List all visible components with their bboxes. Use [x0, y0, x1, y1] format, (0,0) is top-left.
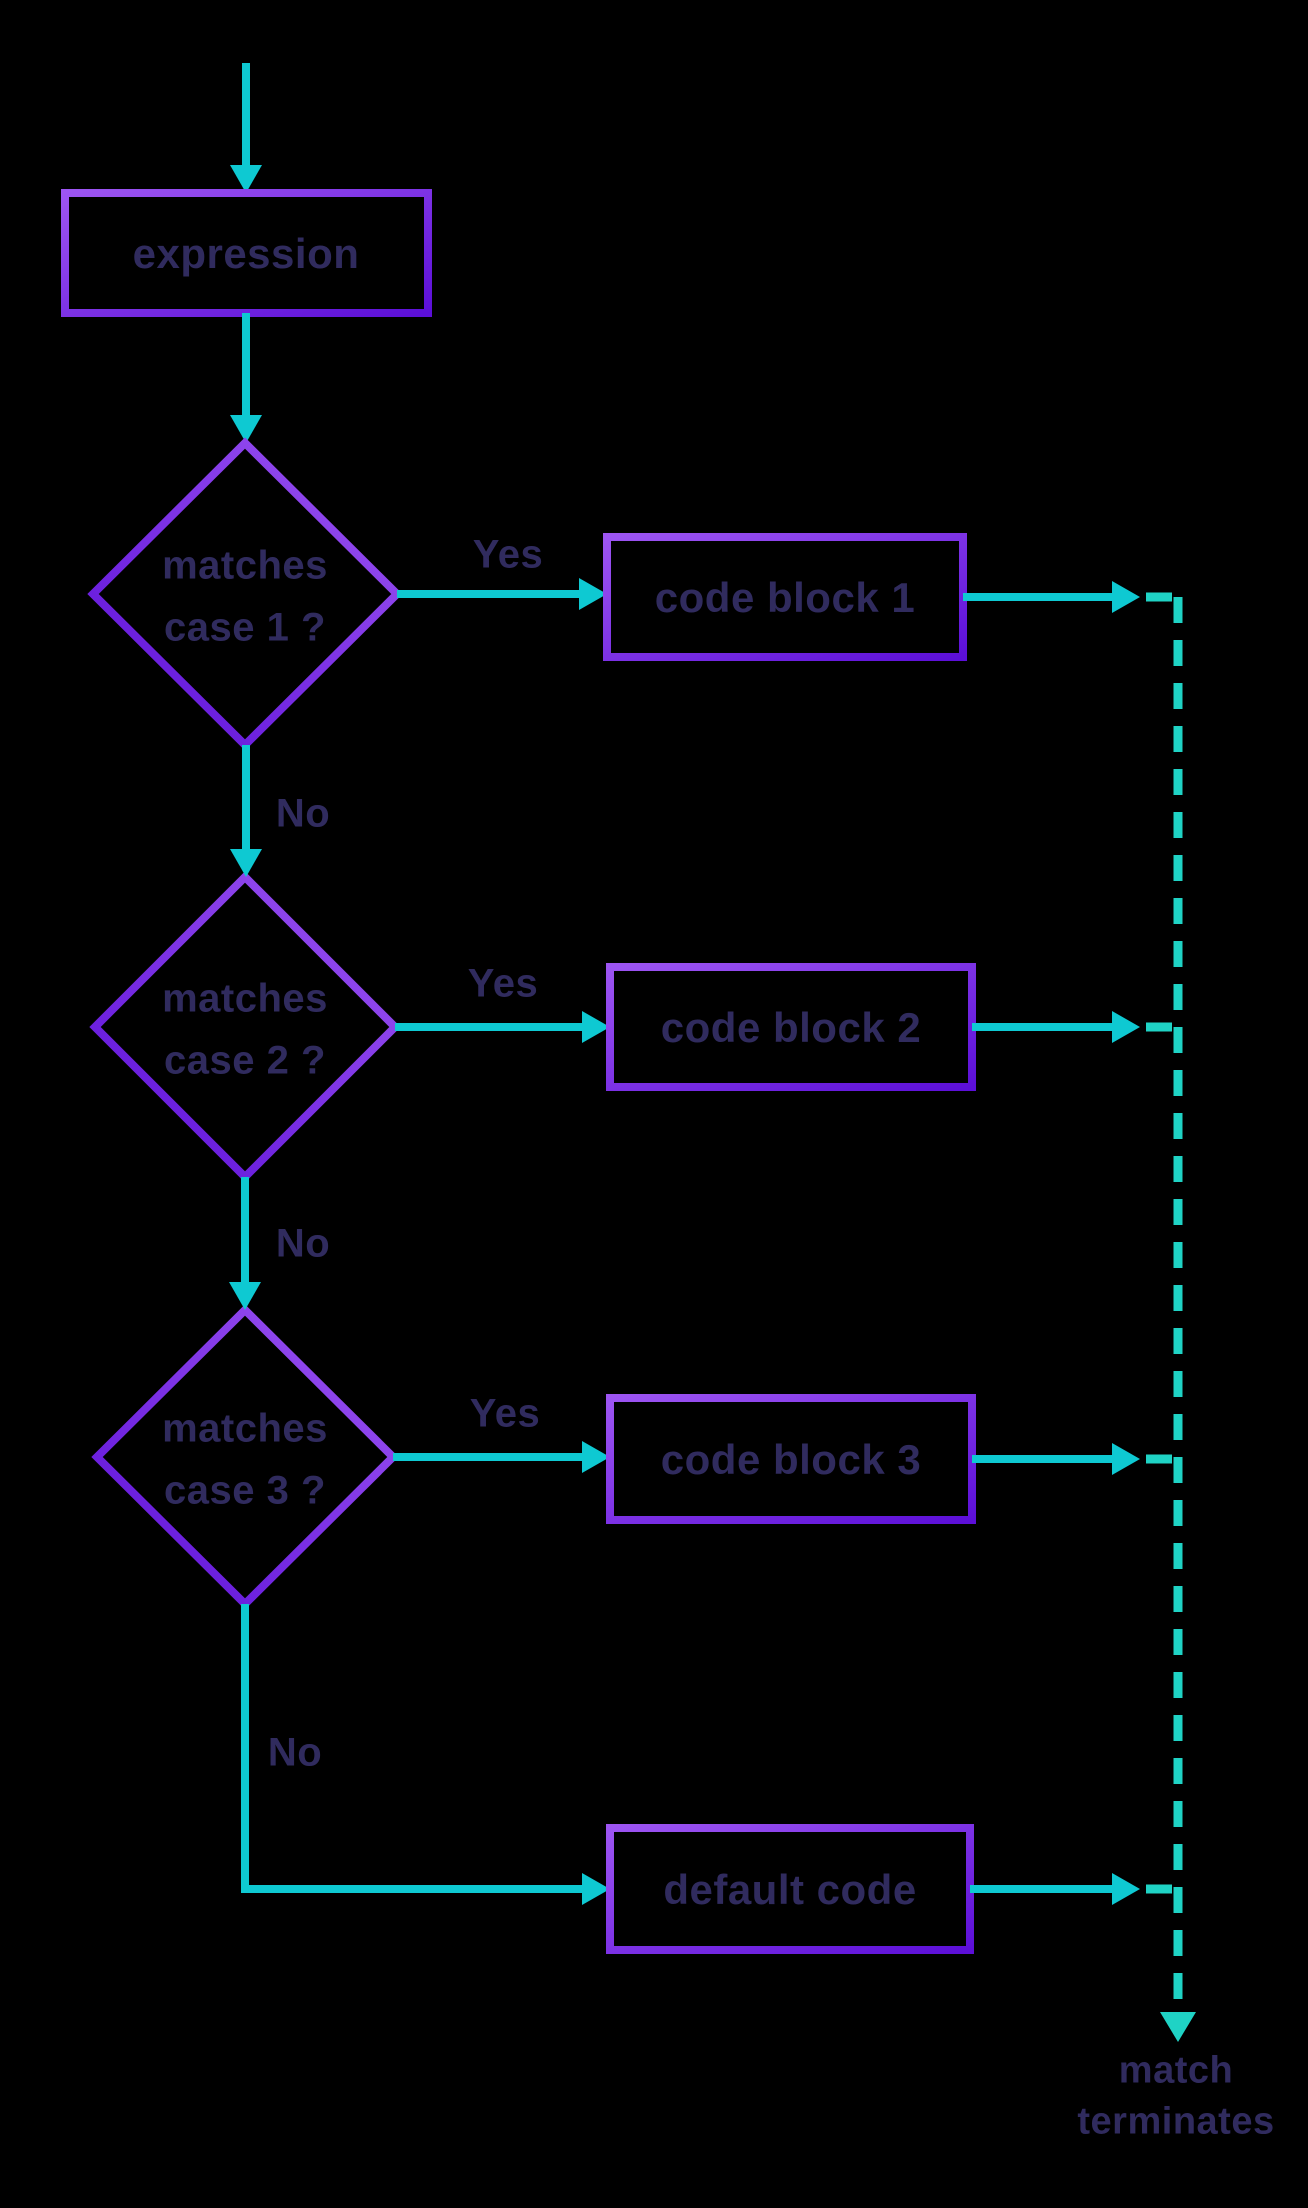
- arrowhead-yes-3-icon: [582, 1441, 610, 1473]
- arrowhead-case1-icon: [230, 415, 262, 443]
- decision-1-outline: [87, 437, 403, 751]
- yes-label-2: Yes: [467, 961, 539, 1006]
- no-label-2: No: [275, 1221, 331, 1266]
- connector-no-3-default: [241, 1604, 584, 1893]
- arrowhead-yes-1-icon: [579, 578, 607, 610]
- arrowhead-exit-1-icon: [1112, 581, 1140, 613]
- start-box-label: expression: [132, 230, 360, 277]
- terminal-label-line2: terminates: [1077, 2100, 1275, 2143]
- code-block-1-label: code block 1: [654, 574, 916, 621]
- decision-3-line2: case 3 ?: [164, 1468, 326, 1513]
- arrowhead-no-2-icon: [229, 1282, 261, 1310]
- terminal-label-line1: match: [1118, 2049, 1234, 2092]
- entry-arrowhead-icon: [230, 165, 262, 193]
- decision-2-outline: [89, 871, 401, 1183]
- default-box-label: default code: [663, 1866, 917, 1913]
- arrowhead-yes-2-icon: [582, 1011, 610, 1043]
- code-block-2-label: code block 2: [660, 1004, 922, 1051]
- arrowhead-exit-4-icon: [1112, 1873, 1140, 1905]
- arrowhead-exit-2-icon: [1112, 1011, 1140, 1043]
- arrowhead-exit-3-icon: [1112, 1443, 1140, 1475]
- arrowhead-terminate-icon: [1160, 2012, 1196, 2042]
- no-label-3: No: [267, 1730, 323, 1775]
- decision-1-line2: case 1 ?: [164, 605, 326, 650]
- decision-3-outline: [91, 1304, 399, 1610]
- no-label-1: No: [275, 791, 331, 836]
- decision-2-line1: matches: [162, 976, 328, 1021]
- decision-2-line2: case 2 ?: [164, 1038, 326, 1083]
- arrowhead-default-icon: [582, 1873, 610, 1905]
- code-block-3-label: code block 3: [660, 1436, 922, 1483]
- decision-3-line1: matches: [162, 1406, 328, 1451]
- arrowhead-no-1-icon: [230, 849, 262, 877]
- yes-label-1: Yes: [472, 532, 544, 577]
- yes-label-3: Yes: [469, 1391, 541, 1436]
- decision-1-line1: matches: [162, 543, 328, 588]
